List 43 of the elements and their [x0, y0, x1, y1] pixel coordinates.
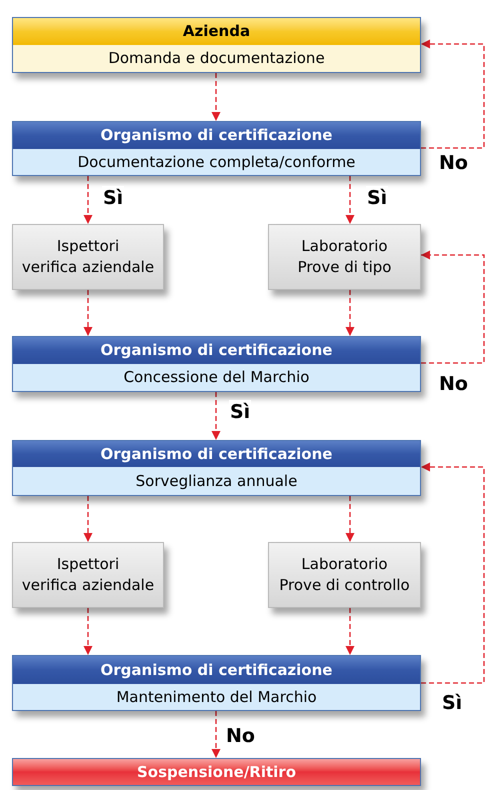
box-body: Mantenimento del Marchio [13, 684, 420, 710]
dashed-arrow [346, 290, 354, 336]
process-box [12, 542, 164, 608]
box-header: Organismo di certificazione [13, 337, 420, 364]
box-header: Organismo di certificazione [13, 441, 420, 467]
box-header: Organismo di certificazione [13, 122, 420, 149]
dashed-arrow [346, 176, 354, 224]
dashed-arrow [84, 608, 92, 655]
dashed-arrow [421, 250, 485, 364]
dashed-arrow [212, 392, 220, 440]
dashed-arrow [421, 462, 485, 684]
box-text: Laboratorio [301, 554, 388, 575]
dashed-arrow [84, 496, 92, 542]
box-text: Prove di controllo [279, 575, 410, 596]
box-body: Domanda e documentazione [13, 45, 420, 72]
process-box [12, 440, 421, 496]
box-body: Documentazione completa/conforme [13, 149, 420, 175]
box-title: Sospensione/Ritiro [136, 762, 296, 783]
process-box [268, 224, 421, 290]
dashed-arrow [84, 290, 92, 336]
box-body: Concessione del Marchio [13, 364, 420, 391]
outcome-box [12, 758, 421, 786]
dashed-arrow [421, 40, 485, 149]
dashed-arrow [346, 608, 354, 655]
dashed-arrow [212, 73, 220, 121]
process-box [12, 224, 164, 290]
box-text: Ispettori [56, 236, 120, 257]
box-header: Organismo di certificazione [13, 656, 420, 684]
box-text: verifica aziendale [22, 575, 154, 596]
box-text: Laboratorio [301, 236, 388, 257]
box-header: Azienda [13, 18, 420, 45]
dashed-arrow [212, 711, 220, 758]
dashed-arrow [84, 176, 92, 224]
process-box [12, 17, 421, 73]
process-box [12, 336, 421, 392]
process-box [12, 655, 421, 711]
box-text: Ispettori [56, 554, 120, 575]
dashed-arrow [346, 496, 354, 542]
box-text: verifica aziendale [22, 257, 154, 278]
process-box [268, 542, 421, 608]
box-text: Prove di tipo [298, 257, 392, 278]
box-body: Sorveglianza annuale [13, 467, 420, 495]
process-box [12, 121, 421, 176]
